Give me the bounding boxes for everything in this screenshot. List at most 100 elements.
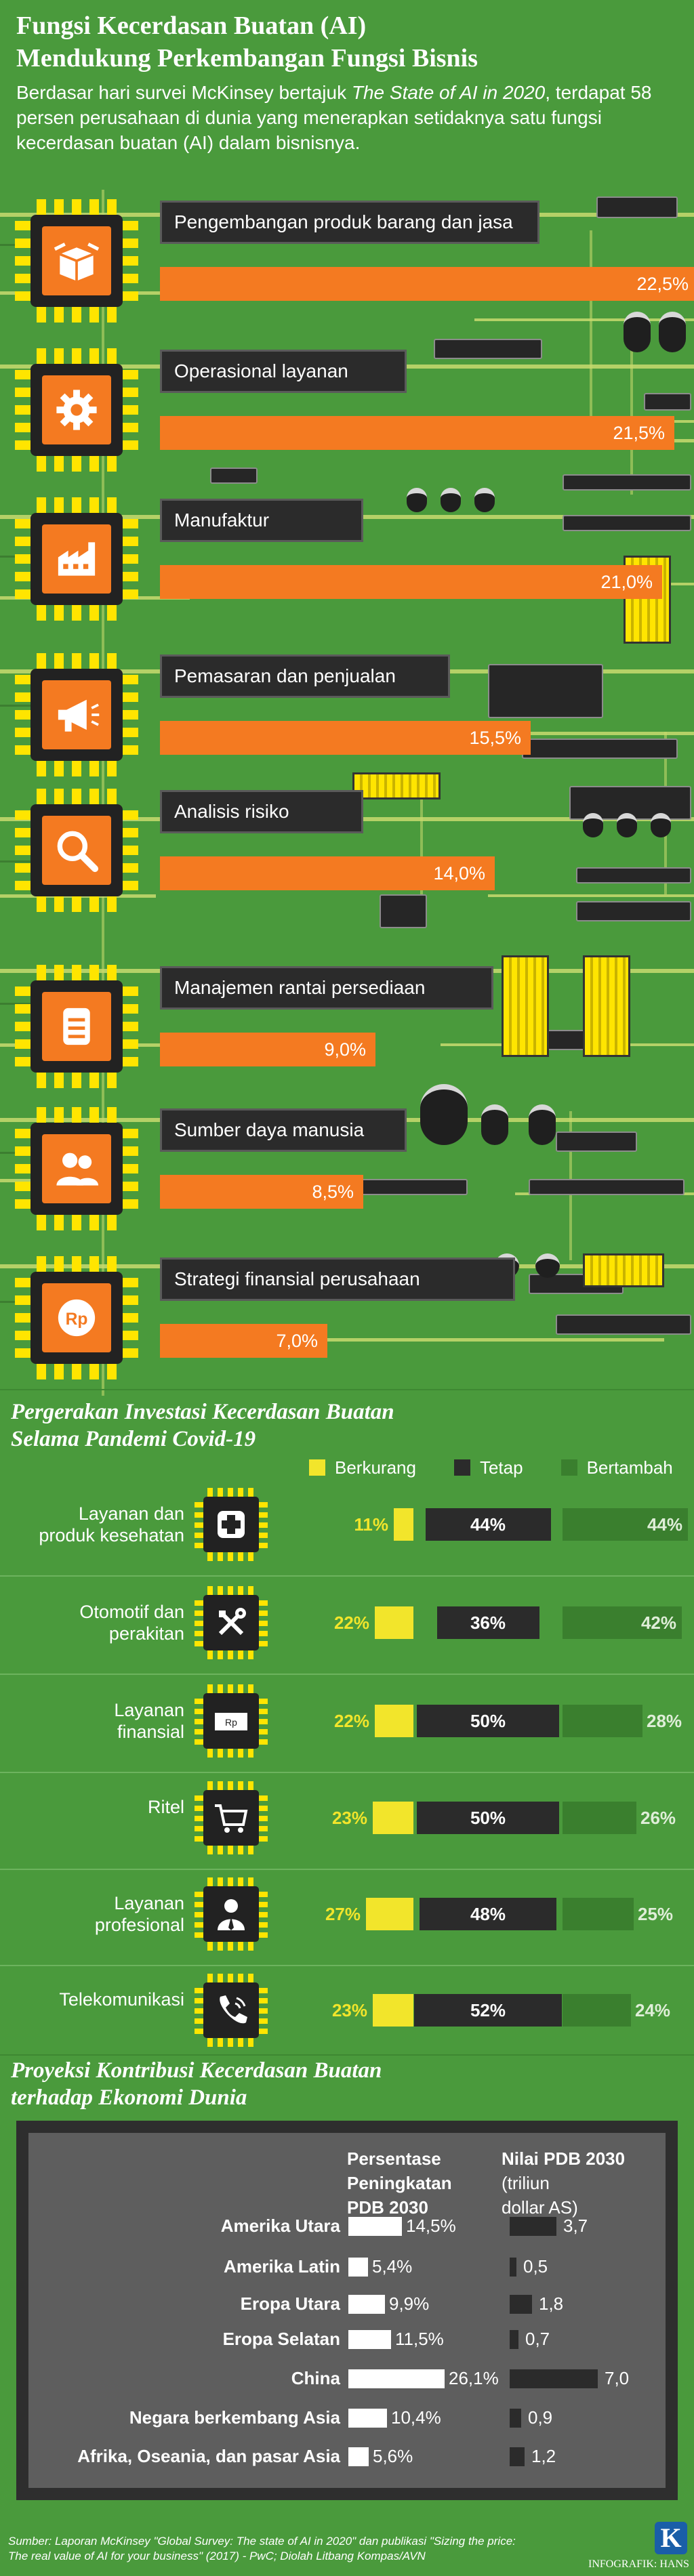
chip-pins xyxy=(207,2037,255,2047)
chip-pins xyxy=(37,497,117,514)
label-gdp-increase: 9,9% xyxy=(389,2293,430,2314)
row-label-line-2: Ritel xyxy=(147,1797,184,1817)
label-bertambah: 26% xyxy=(640,1808,676,1828)
circuit-component xyxy=(522,739,678,759)
ribbon-connector xyxy=(583,1253,664,1287)
svg-text:Rp: Rp xyxy=(66,1310,88,1329)
megaphone-icon xyxy=(42,680,111,749)
function-bar-label: 21,5% xyxy=(613,423,665,443)
function-label: Analisis risiko xyxy=(160,790,363,833)
industry-chip xyxy=(194,1973,268,2048)
function-bar xyxy=(160,1033,375,1066)
chip-pins xyxy=(37,1072,117,1088)
chip-pins xyxy=(258,1794,268,1842)
infographic-credit: INFOGRAFIK: HANS xyxy=(588,2558,689,2570)
function-label: Pengembangan produk barang dan jasa xyxy=(160,201,539,244)
chip-pins xyxy=(207,1845,255,1854)
bar-bertambah xyxy=(563,1994,631,2027)
label-berkurang: 23% xyxy=(331,1808,367,1828)
legend-swatch-tetap xyxy=(453,1459,470,1476)
chip-pins xyxy=(207,1552,255,1561)
chip-6 xyxy=(12,962,141,1091)
chip-pins xyxy=(207,1941,255,1951)
function-label: Sumber daya manusia xyxy=(160,1108,407,1152)
label-gdp-increase: 5,4% xyxy=(372,2256,413,2277)
chip-pins xyxy=(195,1987,204,2034)
tools-icon xyxy=(203,1595,259,1650)
function-bar xyxy=(160,721,531,755)
industry-chip xyxy=(194,1585,268,1660)
capacitor xyxy=(474,488,495,512)
row-label-line-2: finansial xyxy=(117,1722,184,1742)
chip-pins xyxy=(258,1697,268,1745)
capacitor xyxy=(617,813,637,837)
capacitor xyxy=(583,813,603,837)
chip-body xyxy=(203,1790,259,1846)
chip-pins xyxy=(37,789,117,805)
chip-pins xyxy=(37,348,117,365)
label-bertambah: 44% xyxy=(647,1514,682,1535)
legend-berkurang: Berkurang xyxy=(335,1457,416,1478)
industry-chip xyxy=(194,1781,268,1855)
bar-tetap xyxy=(425,1508,551,1541)
region-label: Eropa Selatan xyxy=(222,2329,340,2349)
row-label-line-2: produk kesehatan xyxy=(39,1525,184,1545)
col2-header-line-2: (triliun xyxy=(502,2173,550,2193)
chip-pins xyxy=(37,1256,117,1272)
chip-1 xyxy=(12,196,141,325)
row-divider xyxy=(0,1575,694,1577)
svg-text:Rp: Rp xyxy=(225,1717,237,1728)
magnifier-icon xyxy=(42,816,111,885)
chip-pins xyxy=(122,519,138,599)
circuit-component xyxy=(488,664,603,718)
label-gdp-increase: 14,5% xyxy=(406,2216,456,2236)
source-line-1: Sumber: Laporan McKinsey "Global Survey:… xyxy=(8,2535,516,2548)
label-berkurang: 27% xyxy=(325,1904,361,1924)
label-gdp-increase: 5,6% xyxy=(373,2446,413,2466)
region-label: China xyxy=(291,2368,340,2388)
chip-pins xyxy=(207,1781,255,1791)
chip-3 xyxy=(12,495,141,623)
bar-tetap xyxy=(420,1898,556,1930)
chip-pins xyxy=(195,1599,204,1646)
function-bar-label: 22,5% xyxy=(636,274,689,294)
label-tetap: 52% xyxy=(470,2000,506,2020)
chip-pins xyxy=(258,1987,268,2034)
bar-berkurang xyxy=(373,1994,413,2027)
label-tetap: 50% xyxy=(470,1711,506,1731)
investment-title-line-2: Selama Pandemi Covid-19 xyxy=(11,1427,256,1451)
title-line-2: Mendukung Perkembangan Fungsi Bisnis xyxy=(16,44,478,72)
chip-pad xyxy=(42,816,111,885)
function-bar xyxy=(160,267,694,301)
circuit-component xyxy=(556,1131,637,1152)
circuit-component xyxy=(576,867,691,884)
capacitor xyxy=(481,1104,508,1145)
label-bertambah: 28% xyxy=(647,1711,682,1731)
professional-person-icon xyxy=(203,1886,259,1942)
industry-chip: Rp xyxy=(194,1684,268,1758)
row-label-line-1: Layanan dan xyxy=(78,1503,184,1524)
circuit-trace xyxy=(474,318,694,321)
bar-bertambah xyxy=(563,1606,682,1639)
capacitor xyxy=(529,1104,556,1145)
col2-header-line-3: dollar AS) xyxy=(502,2197,578,2218)
chip-pins xyxy=(37,653,117,669)
circuit-trace xyxy=(590,230,592,434)
chip-8: Rp xyxy=(12,1253,141,1382)
chip-pins xyxy=(37,760,117,776)
chip-pins xyxy=(122,1129,138,1209)
bar-gdp-increase xyxy=(348,2447,369,2466)
bar-bertambah xyxy=(563,1898,634,1930)
function-bar-label: 8,5% xyxy=(312,1182,354,1202)
label-berkurang: 22% xyxy=(333,1613,369,1633)
chip-pins xyxy=(207,1974,255,1983)
bar-gdp-value xyxy=(510,2330,518,2349)
label-gdp-value: 1,8 xyxy=(539,2293,564,2314)
row-label-line-1: Otomotif dan xyxy=(79,1602,184,1622)
row-label-line-2: perakitan xyxy=(108,1623,184,1644)
label-gdp-value: 0,5 xyxy=(523,2256,548,2277)
source-note: Sumber: Laporan McKinsey "Global Survey:… xyxy=(8,2534,605,2564)
bar-gdp-increase xyxy=(348,2330,391,2349)
